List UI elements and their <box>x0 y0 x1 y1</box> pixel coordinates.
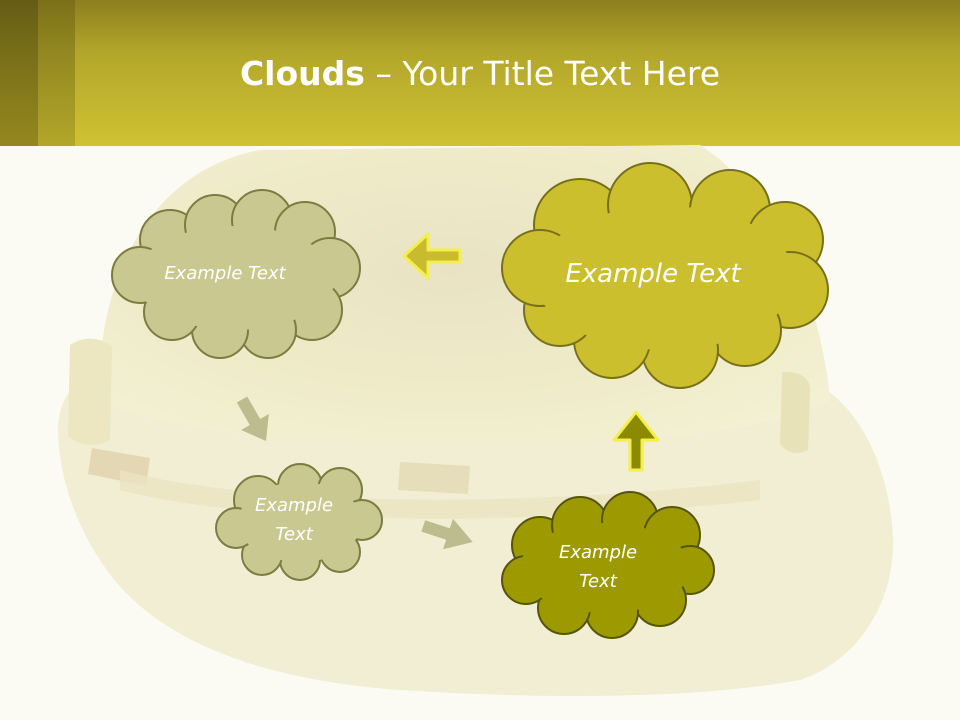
hard-hat-side-tab <box>780 371 811 453</box>
title-text: Your Title Text Here <box>402 54 721 93</box>
arrow-right <box>421 518 473 550</box>
arrow-up <box>612 410 660 472</box>
cloud-2-label: Example Text <box>254 495 334 545</box>
header-stripe-dark <box>0 0 38 146</box>
slide-title[interactable]: Clouds – Your Title Text Here <box>0 52 960 96</box>
cloud-shape-4 <box>501 162 829 389</box>
header-band <box>0 0 960 146</box>
cloud-1-label: Example Text <box>164 263 286 284</box>
cloud-3-label: Example Text <box>558 542 638 592</box>
header-stripe-mid <box>38 0 75 146</box>
title-dash: – <box>364 54 403 93</box>
hard-hat-slot-right <box>398 462 470 494</box>
cloud-4-label: Example Text <box>565 259 741 289</box>
arrow-left <box>402 232 462 280</box>
arrow-down <box>236 396 269 442</box>
cloud-shape-2 <box>215 463 383 581</box>
cloud-shape-1 <box>111 189 361 359</box>
title-keyword: Clouds <box>239 54 365 93</box>
cloud-shape-3 <box>501 491 715 639</box>
hard-hat-ridge <box>68 338 112 445</box>
